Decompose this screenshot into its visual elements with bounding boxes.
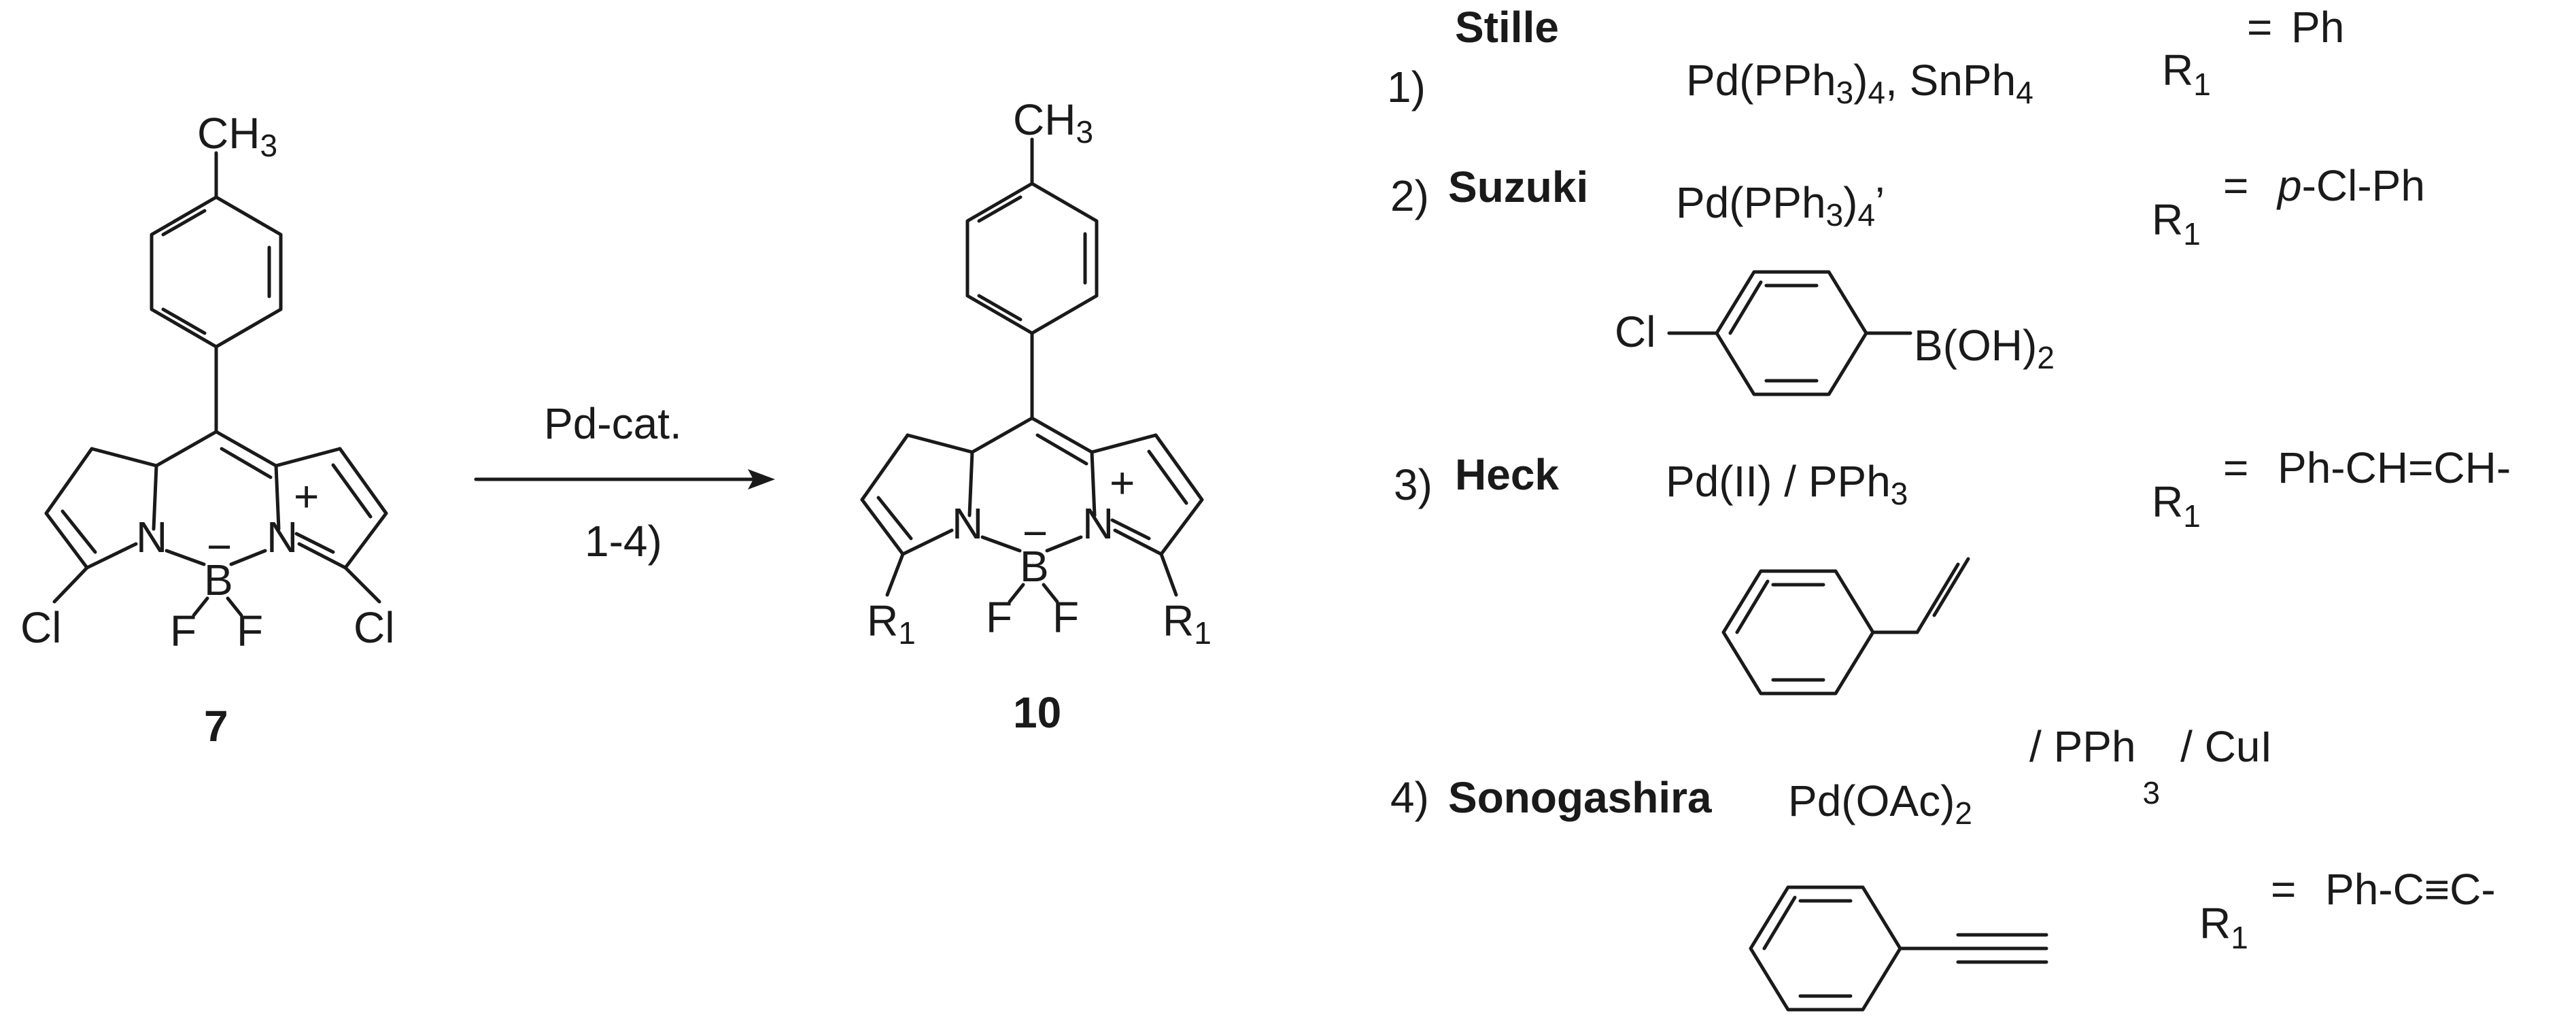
compound-number-10: 10 [1013,688,1061,737]
reaction-arrow: Pd-cat. 1-4) [474,399,775,566]
heck-product: Ph-CH=CH- [2278,443,2511,492]
heck-reagents: Pd(II) / PPh3 [1666,457,1908,511]
arrow-label-above: Pd-cat. [544,399,682,448]
fluorine-1: F [170,606,196,655]
compound-7: CH3 N N + B − F F Cl Cl 7 [20,109,394,751]
chloro-right: Cl [354,603,394,652]
tolyl-ring [150,195,283,349]
conditions-sonogashira: 4) Sonogashira Pd(OAc)2 / PPh3/ CuI R1 =… [1390,722,2496,1012]
conditions-stille: 1) Stille Pd(PPh3)4, SnPh4 R1 = Ph [1387,3,2344,112]
stille-reagents: Pd(PPh3)4, SnPh4 [1686,56,2033,110]
boronic-chloro: Cl [1615,307,1655,356]
heck-name: Heck [1455,450,1559,499]
stille-number: 1) [1387,63,1426,112]
minus-charge: − [1023,509,1048,558]
tolyl-ring [965,182,1099,335]
plus-charge: + [294,472,319,521]
conditions-suzuki: 2) Suzuki Pd(PPh3)4’ R1 = p-Cl-Ph Cl B(O… [1390,161,2425,396]
heck-r1: R1 [2152,477,2201,534]
stille-name: Stille [1455,3,1559,52]
r1-right: R1 [1163,596,1212,651]
sonogashira-ligand: / PPh3/ CuI [2029,722,2272,810]
suzuki-reagents: Pd(PPh3)4’ [1676,178,1885,233]
sonogashira-equals: = [2271,865,2296,914]
compound-10: CH3 N N + B − F F R1 R1 10 [860,95,1212,737]
stille-equals: = [2247,3,2272,52]
sonogashira-catalyst: Pd(OAc)2 [1788,776,1972,831]
sonogashira-name: Sonogashira [1448,773,1712,822]
r1-left: R1 [867,596,916,651]
fluorine-2: F [237,606,263,655]
sonogashira-number: 4) [1390,773,1429,822]
compound-number-7: 7 [204,702,228,751]
stille-product: Ph [2291,3,2344,52]
chloro-left: Cl [20,603,61,652]
suzuki-number: 2) [1390,171,1429,220]
methyl-label: CH3 [197,109,277,163]
methyl-label: CH3 [1013,95,1093,150]
minus-charge: − [207,522,232,571]
boronic-acid-group: B(OH)2 [1914,321,2055,375]
suzuki-equals: = [2223,161,2248,210]
boron: B [1020,542,1049,591]
suzuki-r1: R1 [2152,195,2201,252]
fluorine-1: F [986,593,1012,642]
suzuki-name: Suzuki [1448,162,1588,211]
chlorophenylboronic-acid: Cl B(OH)2 [1615,270,2055,396]
conditions-heck: 3) Heck Pd(II) / PPh3 R1 = Ph-CH=CH- [1394,443,2511,696]
sonogashira-r1: R1 [2199,899,2248,955]
phenylacetylene [1749,885,2048,1012]
plus-charge: + [1110,458,1135,507]
nitrogen-left: N [952,499,983,548]
nitrogen-left: N [136,513,167,562]
sonogashira-product: Ph-C≡C- [2325,865,2496,914]
stille-r1: R1 [2162,46,2211,102]
nitrogen-right: N [1082,499,1114,548]
heck-number: 3) [1394,460,1432,509]
suzuki-product: p-Cl-Ph [2276,161,2425,210]
heck-equals: = [2223,443,2248,492]
arrow-label-below: 1-4) [585,517,662,566]
boron: B [204,555,233,604]
nitrogen-right: N [267,513,298,562]
fluorine-2: F [1052,593,1079,642]
styrene [1721,557,1970,696]
